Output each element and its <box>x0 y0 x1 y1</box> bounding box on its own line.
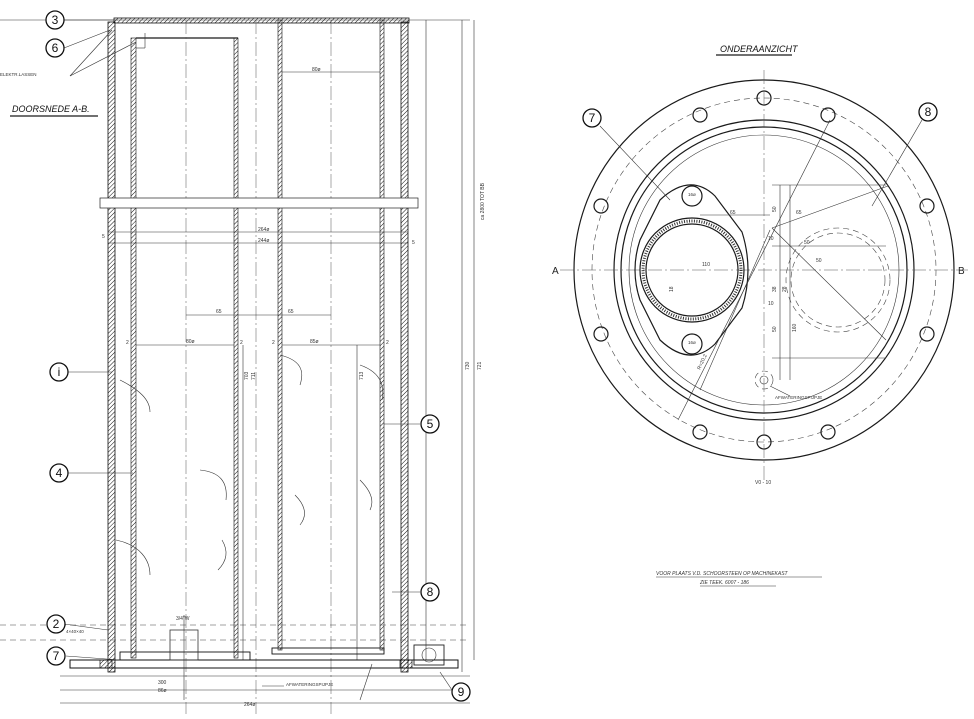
dim-len-inner-b: 711 <box>251 372 257 380</box>
bv-dim-pitch: R=20.2 <box>696 353 708 370</box>
dim-tube-right: 85ø <box>310 339 319 345</box>
bottom-view-title: ONDERAANZICHT <box>720 44 799 54</box>
bv-dim-v18: 18 <box>669 286 675 292</box>
weld-note: ELEKTR.LASSEN <box>0 72 37 77</box>
axis-label-a: A <box>552 266 559 277</box>
dim-side-left: 5 <box>102 234 105 240</box>
inner-tube-left-outer <box>130 37 137 659</box>
inner-tube-left-inner <box>233 37 239 659</box>
inner-tube-right-inner <box>277 19 283 651</box>
dim-ring-outer: 264ø <box>258 227 269 233</box>
right-tube-hidden <box>785 227 891 333</box>
dim-len-outer-a: 730 <box>465 361 471 370</box>
bv-dim-v10: 10 <box>768 301 774 307</box>
bv-dim-50a: 50 <box>804 240 810 246</box>
left-tube-inner <box>645 223 739 317</box>
dim-half-right: 65 <box>288 309 294 315</box>
svg-text:6: 6 <box>52 41 59 55</box>
bv-hole-b: 16ø <box>688 340 696 345</box>
bv-center-mark: V0 - 10 <box>755 480 771 486</box>
inner-tube-right-outer <box>379 19 385 651</box>
dim-bolt: 3/4"W <box>176 616 190 622</box>
callout-2: 2 <box>46 614 66 634</box>
outer-shell-right <box>400 21 409 673</box>
dim-base-b: 86ø <box>158 688 167 694</box>
dim-wall-c: 2 <box>272 340 275 346</box>
footer-line-2: ZIE TEEK. 6007 - 186 <box>699 580 749 586</box>
bv-dim-50c: 50 <box>772 326 778 332</box>
svg-text:i: i <box>58 365 61 379</box>
footer-note: VOOR PLAATS V.D. SCHOORSTEEN OP MACHINEK… <box>656 571 822 587</box>
svg-text:7: 7 <box>589 111 596 125</box>
drain-pipe <box>754 370 774 390</box>
lug-plate <box>634 184 749 356</box>
dim-bottom: 264ø <box>244 702 255 708</box>
callout-8-section: 8 <box>420 582 440 602</box>
section-title: DOORSNEDE A-B. <box>12 104 90 114</box>
dim-half-left: 65 <box>216 309 222 315</box>
svg-text:9: 9 <box>458 685 465 699</box>
bv-dim-110: 110 <box>702 262 710 268</box>
callout-7-section: 7 <box>46 646 66 666</box>
dim-tube-top: 80ø <box>312 67 321 73</box>
dim-tube-left: 80ø <box>186 339 195 345</box>
svg-text:5: 5 <box>427 417 434 431</box>
bolt-holes <box>593 90 935 450</box>
dim-len-outer-b: 721 <box>477 361 483 370</box>
dim-flange-note: 4×40×40 <box>66 629 84 634</box>
svg-text:7: 7 <box>53 649 60 663</box>
bv-dim-65a: 65 <box>730 210 736 216</box>
dim-ring-inner: 244ø <box>258 238 269 244</box>
bv-dim-50b: 50 <box>772 206 778 212</box>
svg-text:4: 4 <box>56 466 63 480</box>
dim-side-right: 5 <box>412 240 415 246</box>
svg-text:2: 2 <box>53 617 60 631</box>
dim-len-inner-c: 713 <box>359 371 365 380</box>
bv-hole-a: 16ø <box>688 192 696 197</box>
callout-4: 4 <box>49 463 69 483</box>
section-drain-label: AFWATERINGSPIJPJE <box>286 682 333 687</box>
lug-hole-bottom <box>681 333 703 355</box>
callout-3: 3 <box>45 10 65 30</box>
dim-wall-b: 2 <box>240 340 243 346</box>
lug-hole-top <box>681 185 703 207</box>
outer-shell-left <box>107 21 116 673</box>
svg-text:3: 3 <box>52 13 59 27</box>
dim-len-inner-a: 703 <box>244 371 250 380</box>
bottom-drain-label: AFWATERINGSPIJPJE <box>775 395 822 400</box>
dim-base-a: 300 <box>158 680 167 686</box>
nut-right <box>413 644 445 666</box>
bv-dim-65b: 65 <box>796 210 802 216</box>
dim-wall-d: 2 <box>386 340 389 346</box>
bv-dim-28: 28 <box>782 286 788 292</box>
top-plate <box>113 17 410 24</box>
callout-6: 6 <box>45 38 65 58</box>
axis-label-b: B <box>958 266 965 277</box>
callout-7-bottom: 7 <box>582 108 602 128</box>
svg-text:8: 8 <box>427 585 434 599</box>
dim-len-top: ca 2800 TOT BB <box>480 182 486 220</box>
svg-text:8: 8 <box>925 105 932 119</box>
left-tube-outer <box>639 217 745 323</box>
dim-wall-a: 2 <box>126 340 129 346</box>
callout-9: 9 <box>451 682 471 702</box>
callout-5: 5 <box>420 414 440 434</box>
callout-8-bottom: 8 <box>918 102 938 122</box>
bv-dim-38: 38 <box>772 286 778 292</box>
footer-line-1: VOOR PLAATS V.D. SCHOORSTEEN OP MACHINEK… <box>656 571 789 577</box>
callout-i: i <box>49 362 69 382</box>
bv-dim-v50: 50 <box>816 258 822 264</box>
bottom-view: ONDERAANZICHT A B <box>552 44 968 486</box>
bv-dim-v160: 160 <box>792 323 798 332</box>
bv-dim-10: 10 <box>768 236 774 242</box>
section-view: DOORSNEDE A-B. ELEKTR.LASSEN 264ø 244ø 6… <box>0 10 486 714</box>
